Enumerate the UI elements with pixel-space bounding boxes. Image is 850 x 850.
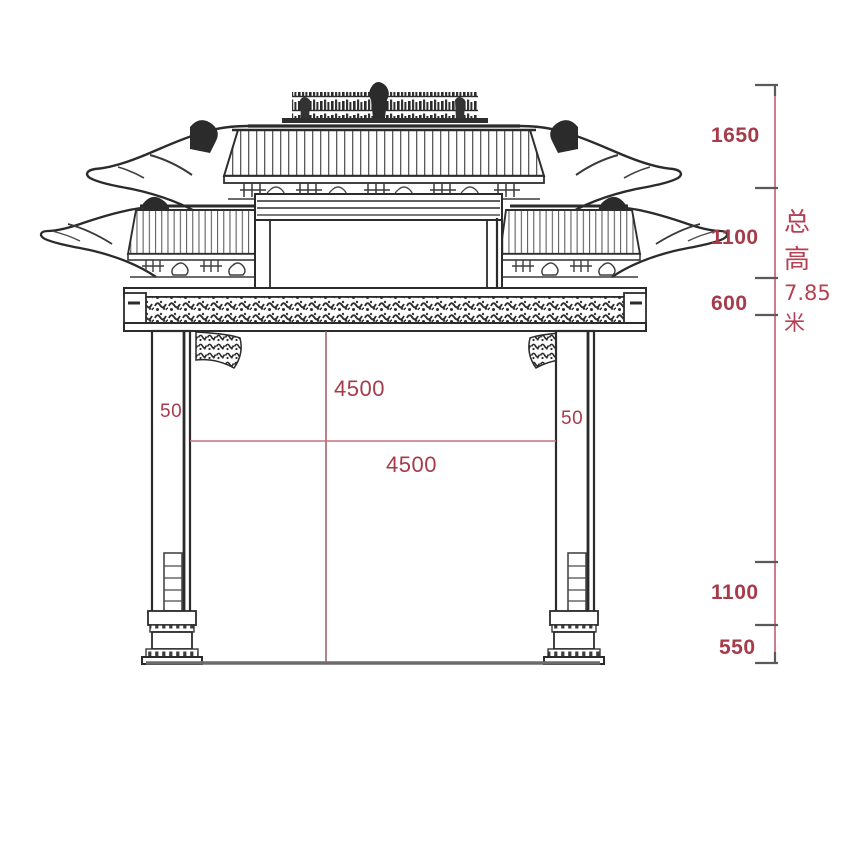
left-column-base bbox=[141, 610, 203, 665]
total-height-note: 总 高 7.85米 bbox=[784, 205, 840, 338]
total-height-char-2: 高 bbox=[784, 244, 811, 275]
dimension-label-1100-bottom: 1100 bbox=[711, 581, 759, 604]
dimension-label-4500-upper: 4500 bbox=[334, 376, 385, 401]
total-height-value: 7.85米 bbox=[784, 280, 831, 335]
upper-roof-left-eave bbox=[85, 120, 249, 224]
dimension-label-1650: 1650 bbox=[711, 124, 760, 147]
total-height-char-1: 总 bbox=[784, 208, 811, 238]
right-side-roof bbox=[498, 196, 729, 278]
left-column-panel bbox=[163, 552, 183, 612]
dimension-label-550: 550 bbox=[719, 636, 756, 659]
corner-brackets bbox=[195, 331, 575, 369]
upper-roof-right-eave bbox=[519, 120, 683, 224]
upper-roof-tiles bbox=[222, 128, 546, 178]
dimension-label-1100-top: 1100 bbox=[711, 226, 759, 249]
carved-lintel-beam bbox=[123, 287, 647, 332]
upper-roof bbox=[85, 82, 683, 224]
dimension-label-50-right: 50 bbox=[561, 408, 584, 429]
dimension-label-4500-lower: 4500 bbox=[386, 452, 437, 477]
right-column-base bbox=[543, 610, 605, 665]
dimension-label-600: 600 bbox=[711, 292, 748, 315]
dimension-label-50-left: 50 bbox=[160, 401, 183, 422]
roof-ridge-ornaments bbox=[282, 82, 488, 123]
central-plaque bbox=[254, 193, 503, 290]
right-column-panel bbox=[567, 552, 587, 612]
left-side-roof bbox=[39, 196, 270, 278]
interior-dimension-lines bbox=[190, 331, 556, 662]
right-dimension-scale bbox=[755, 83, 778, 665]
